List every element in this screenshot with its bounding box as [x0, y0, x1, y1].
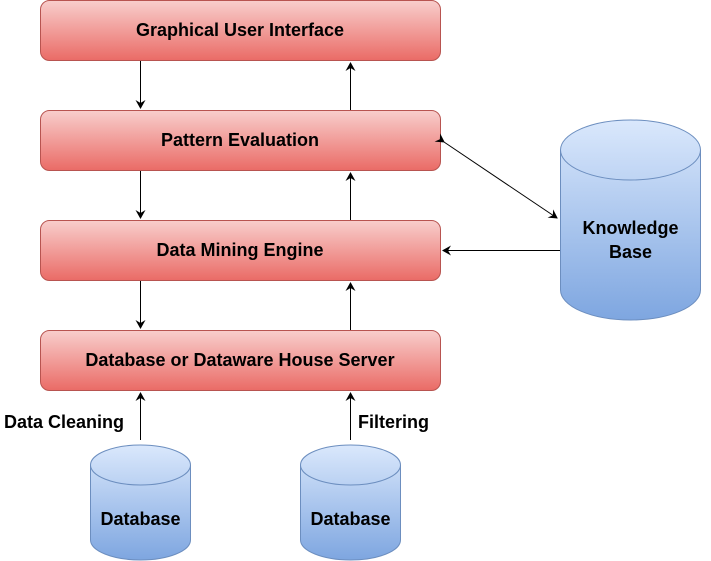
layer-gui-label: Graphical User Interface: [136, 20, 344, 40]
source-database-2-label: Database: [310, 509, 390, 529]
layer-engine-label: Data Mining Engine: [156, 240, 323, 260]
layer-pattern-label: Pattern Evaluation: [161, 130, 319, 150]
layer-server-label: Database or Dataware House Server: [85, 350, 394, 370]
edge-label-data-cleaning: Data Cleaning: [4, 412, 124, 432]
knowledge-base-label-line1: Knowledge: [582, 218, 678, 238]
source-database-1-label: Database: [100, 509, 180, 529]
layer-gui: Graphical User Interface: [40, 0, 441, 61]
layer-pattern-evaluation: Pattern Evaluation: [40, 110, 441, 171]
knowledge-base-cylinder: Knowledge Base: [560, 119, 701, 321]
layer-data-mining-engine: Data Mining Engine: [40, 220, 441, 281]
source-database-2: Database: [300, 444, 401, 561]
knowledge-base-label-line2: Base: [609, 242, 652, 262]
arrow-kb-pattern-bidirectional: [434, 133, 558, 219]
source-database-1: Database: [90, 444, 191, 561]
layer-database-server: Database or Dataware House Server: [40, 330, 441, 391]
edge-label-filtering: Filtering: [358, 412, 429, 432]
